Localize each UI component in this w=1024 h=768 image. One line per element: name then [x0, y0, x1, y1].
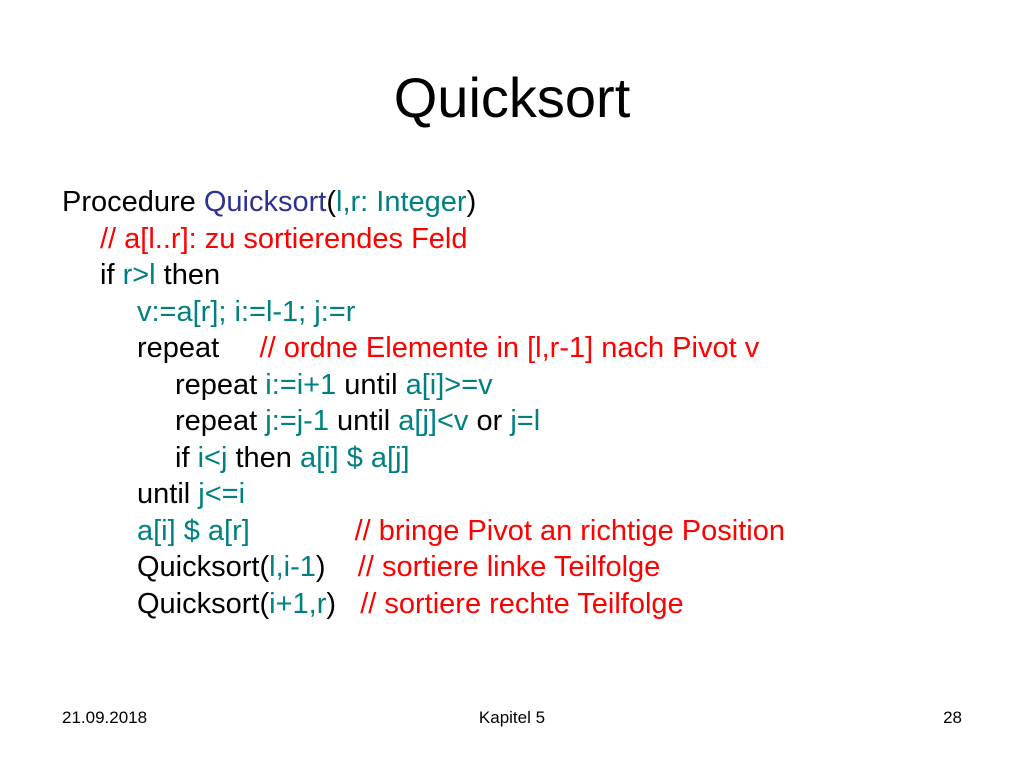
code-comment: // bringe Pivot an richtige Position [249, 514, 785, 547]
code-token: if [100, 259, 123, 291]
code-token: Quicksort [203, 186, 327, 218]
footer-page-number: 28 [943, 708, 962, 727]
code-token: a[i] $ a[j] [299, 441, 410, 474]
code-token: j:=j-1 [265, 405, 329, 437]
code-token: i:=i+1 [265, 368, 337, 401]
code-token: a[j]<v [398, 405, 469, 437]
code-token: Procedure [62, 186, 204, 218]
code-token: j<=i [198, 478, 246, 510]
code-token: ) [315, 551, 326, 583]
code-line: a[i] $ a[r] // bringe Pivot an richtige … [62, 513, 1002, 550]
code-token: l,r: Integer [336, 186, 467, 218]
code-line: Procedure Quicksort(l,r: Integer) [62, 184, 1002, 221]
footer-chapter: Kapitel 5 [478, 708, 546, 727]
code-token: ) [466, 186, 477, 218]
code-token: j=l [510, 405, 541, 437]
code-token: i<j [197, 441, 228, 474]
code-token: repeat [175, 368, 266, 401]
code-token: v:=a[r]; i:=l-1; j:=r [137, 295, 356, 328]
code-line: if i<j then a[i] $ a[j] [62, 440, 1002, 477]
code-line: if r>l then [62, 257, 1002, 294]
code-token: until [328, 405, 399, 437]
code-comment: // ordne Elemente in [l,r-1] nach Pivot … [219, 332, 760, 364]
code-line: Quicksort(l,i-1) // sortiere linke Teilf… [62, 549, 1002, 586]
code-token: then [227, 441, 300, 474]
code-token: l,i-1 [269, 551, 316, 583]
code-token: repeat [175, 405, 266, 437]
code-token: or [468, 405, 511, 437]
code-token: Quicksort( [137, 551, 270, 583]
code-line: repeat j:=j-1 until a[j]<v or j=l [62, 403, 1002, 440]
code-line: repeat i:=i+1 until a[i]>=v [62, 367, 1002, 404]
code-token: ) [326, 587, 337, 620]
code-comment: // sortiere rechte Teilfolge [336, 587, 684, 620]
code-token: then [155, 259, 221, 291]
code-block: Procedure Quicksort(l,r: Integer) // a[l… [62, 184, 1002, 622]
code-token: until [336, 368, 406, 401]
footer-date: 21.09.2018 [62, 708, 148, 727]
code-comment: // sortiere linke Teilfolge [325, 551, 661, 583]
code-line: // a[l..r]: zu sortierendes Feld [62, 221, 1002, 258]
code-token: i+1,r [269, 587, 327, 620]
code-token: a[i] $ a[r] [137, 514, 250, 547]
slide-title: Quicksort [393, 66, 631, 129]
code-token: a[i]>=v [405, 368, 493, 401]
code-token: ( [326, 186, 337, 218]
code-token: until [137, 478, 199, 510]
code-token: repeat [137, 332, 220, 364]
code-line: Quicksort(i+1,r) // sortiere rechte Teil… [62, 586, 1002, 623]
code-token: r>l [122, 259, 156, 291]
code-token: if [175, 441, 198, 474]
code-line: v:=a[r]; i:=l-1; j:=r [62, 294, 1002, 331]
code-line: until j<=i [62, 476, 1002, 513]
code-token: Quicksort( [137, 587, 270, 620]
code-comment: // a[l..r]: zu sortierendes Feld [100, 222, 468, 255]
code-line: repeat // ordne Elemente in [l,r-1] nach… [62, 330, 1002, 367]
